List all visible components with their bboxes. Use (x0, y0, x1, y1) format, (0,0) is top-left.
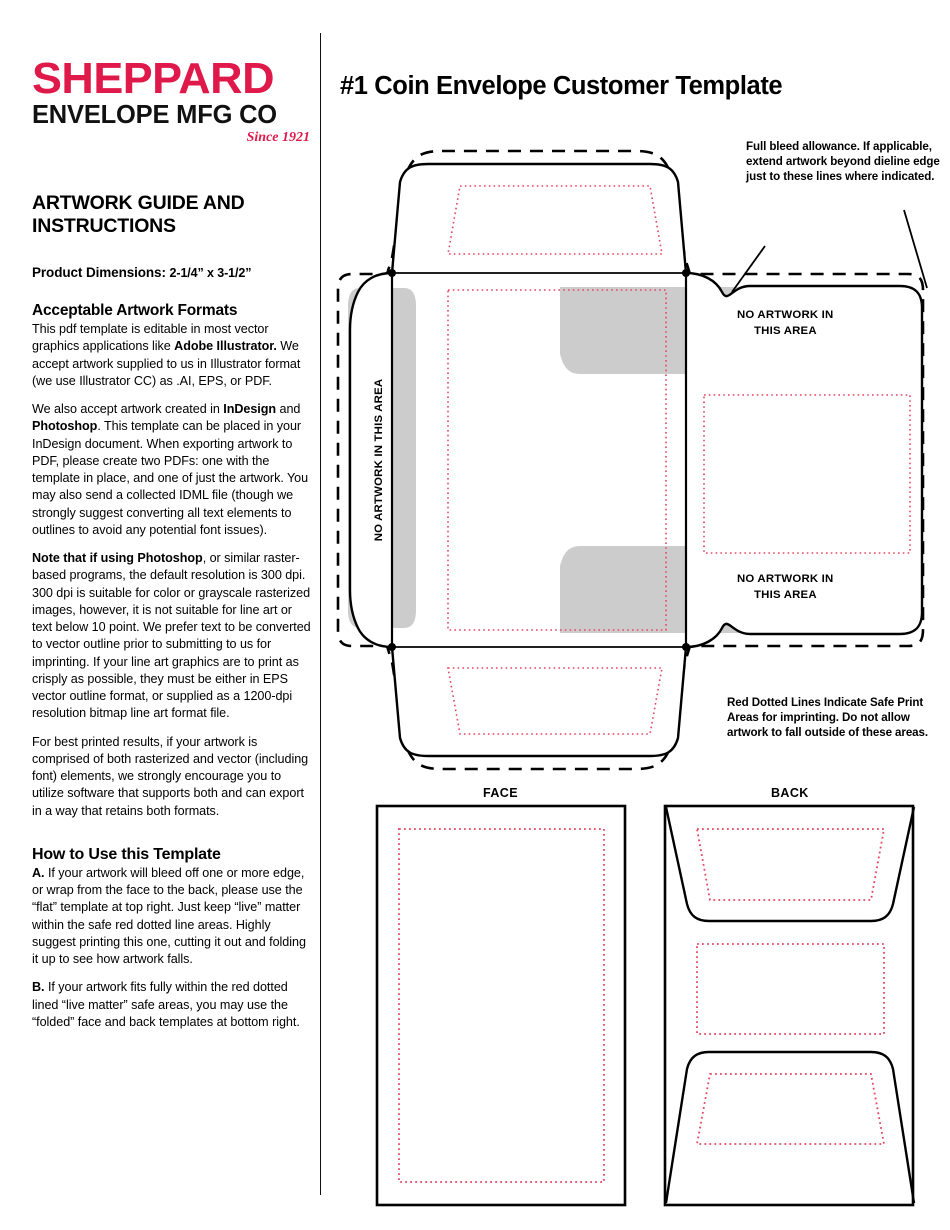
red-dotted-annotation: Red Dotted Lines Indicate Safe Print Are… (727, 696, 928, 739)
no-artwork-label-top-right-line1: NO ARTWORK IN (737, 309, 833, 321)
best-results-paragraph: For best printed results, if your artwor… (32, 734, 309, 818)
how-to-item-a-text: If your artwork will bleed off one or mo… (32, 865, 306, 967)
no-artwork-label-top-right-line2: THIS AREA (754, 325, 817, 337)
column-divider (320, 33, 322, 1195)
no-artwork-label-bottom-right-line2: THIS AREA (754, 589, 817, 601)
formats-p2-photoshop: Photoshop (32, 419, 98, 434)
dieline-bottom-flap (390, 645, 688, 758)
formats-p2-part-c: and (276, 402, 301, 417)
dieline-top-flap (390, 162, 688, 275)
photoshop-note-rest: , or similar raster-based programs, the … (32, 551, 311, 721)
folded-back-diagram (663, 804, 918, 1209)
back-bottom-flap-line (664, 1050, 916, 1204)
formats-paragraph-2: We also accept artwork created in InDesi… (32, 401, 312, 539)
acceptable-formats-heading: Acceptable Artwork Formats (32, 302, 238, 320)
photoshop-note-paragraph: Note that if using Photoshop, or similar… (32, 550, 312, 723)
formats-p2-part-e: . This template can be placed in your In… (32, 419, 309, 537)
formats-paragraph-1: This pdf template is editable in most ve… (32, 321, 312, 390)
full-bleed-annotation: Full bleed allowance. If applicable, ext… (746, 140, 940, 183)
formats-p2-indesign: InDesign (223, 402, 277, 417)
face-outline (375, 804, 627, 1207)
page-title: #1 Coin Envelope Customer Template (340, 72, 783, 100)
folded-back-label: BACK (771, 786, 809, 800)
formats-p1-part-c: We accept artwork supplied to us in Illu… (32, 339, 301, 388)
dieline-left-side-flap (348, 271, 393, 649)
back-safe-area-panel (696, 943, 885, 1035)
leader-line-bleed-top (731, 245, 766, 293)
no-artwork-label-bottom-right-line1: NO ARTWORK IN (737, 573, 833, 585)
bleed-dashed-outline (336, 149, 925, 771)
logo-tagline: Since 1921 (246, 129, 310, 145)
instructions-column: SHEPPARD ENVELOPE MFG CO Since 1921 ARTW… (32, 57, 312, 1042)
face-safe-area (398, 828, 605, 1183)
product-dimensions-value: 2-1/4” x 3-1/2” (169, 266, 252, 281)
leader-line-bleed-right (903, 209, 928, 289)
folded-face-label: FACE (483, 786, 518, 800)
fold-corner-dot-bl (388, 643, 396, 651)
back-top-flap-line (664, 806, 916, 923)
no-artwork-label-side-flap: NO ARTWORK IN THIS AREA (373, 379, 385, 542)
formats-p1-bold: Adobe Illustrator. (174, 339, 277, 354)
artwork-guide-heading: ARTWORK GUIDE AND INSTRUCTIONS (32, 191, 245, 238)
safe-area-face-panel (447, 289, 667, 631)
flat-dieline-diagram: NO ARTWORK IN THIS AREA NO ARTWORK IN TH… (330, 140, 950, 790)
product-dimensions: Product Dimensions: 2-1/4” x 3-1/2” (32, 265, 312, 280)
safe-area-back-panel (703, 394, 911, 554)
fold-corner-dot-tr (682, 269, 690, 277)
fold-corner-dot-br (682, 643, 690, 651)
logo-company-subtitle: ENVELOPE MFG CO (32, 100, 277, 129)
how-to-item-b-text: If your artwork fits fully within the re… (32, 980, 300, 1029)
back-outline (663, 804, 915, 1207)
how-to-item-a: A. If your artwork will bleed off one or… (32, 865, 312, 969)
how-to-item-a-label: A. (32, 865, 45, 880)
how-to-use-heading: How to Use this Template (32, 845, 221, 863)
logo-company-name: SHEPPARD (32, 54, 274, 103)
how-to-item-b: B. If your artwork fits fully within the… (32, 979, 312, 1031)
formats-p2-part-a: We also accept artwork created in (32, 402, 224, 417)
folded-face-diagram (375, 804, 630, 1209)
photoshop-note-bold: Note that if using Photoshop (32, 551, 203, 566)
formats-p1-part-a: This pdf template is editable in most ve… (32, 322, 269, 354)
company-logo: SHEPPARD ENVELOPE MFG CO Since 1921 (32, 57, 312, 146)
product-dimensions-label: Product Dimensions: (32, 265, 166, 281)
fold-corner-dot-tl (388, 269, 396, 277)
how-to-item-b-label: B. (32, 980, 45, 995)
